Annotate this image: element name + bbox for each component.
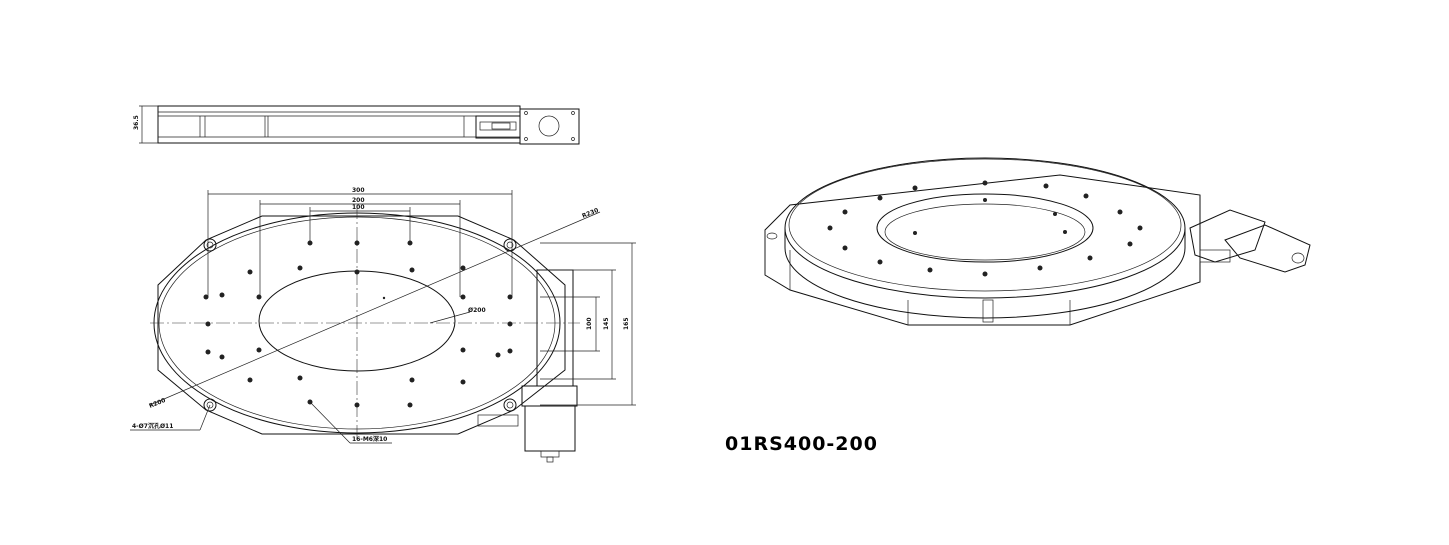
- isometric-view: [764, 157, 1311, 326]
- dim-r230: R230: [581, 207, 600, 220]
- callout-mounting-holes: 4-Ø7沉孔Ø11: [132, 422, 173, 430]
- dim-r200: R200: [148, 397, 167, 410]
- dim-side-145: 145: [603, 317, 610, 330]
- callout-threaded-holes: 16-M6深10: [352, 435, 387, 443]
- dim-height: 36.5: [133, 115, 140, 130]
- dim-side-165: 165: [623, 317, 630, 330]
- dim-100: 100: [352, 204, 365, 211]
- model-number: 01RS400-200: [725, 433, 878, 455]
- side-view: [139, 105, 580, 145]
- top-view: [130, 190, 636, 463]
- dim-bore-diameter: Ø200: [468, 307, 486, 314]
- dim-300: 300: [352, 187, 365, 194]
- dim-side-100: 100: [586, 317, 593, 330]
- dim-200: 200: [352, 197, 365, 204]
